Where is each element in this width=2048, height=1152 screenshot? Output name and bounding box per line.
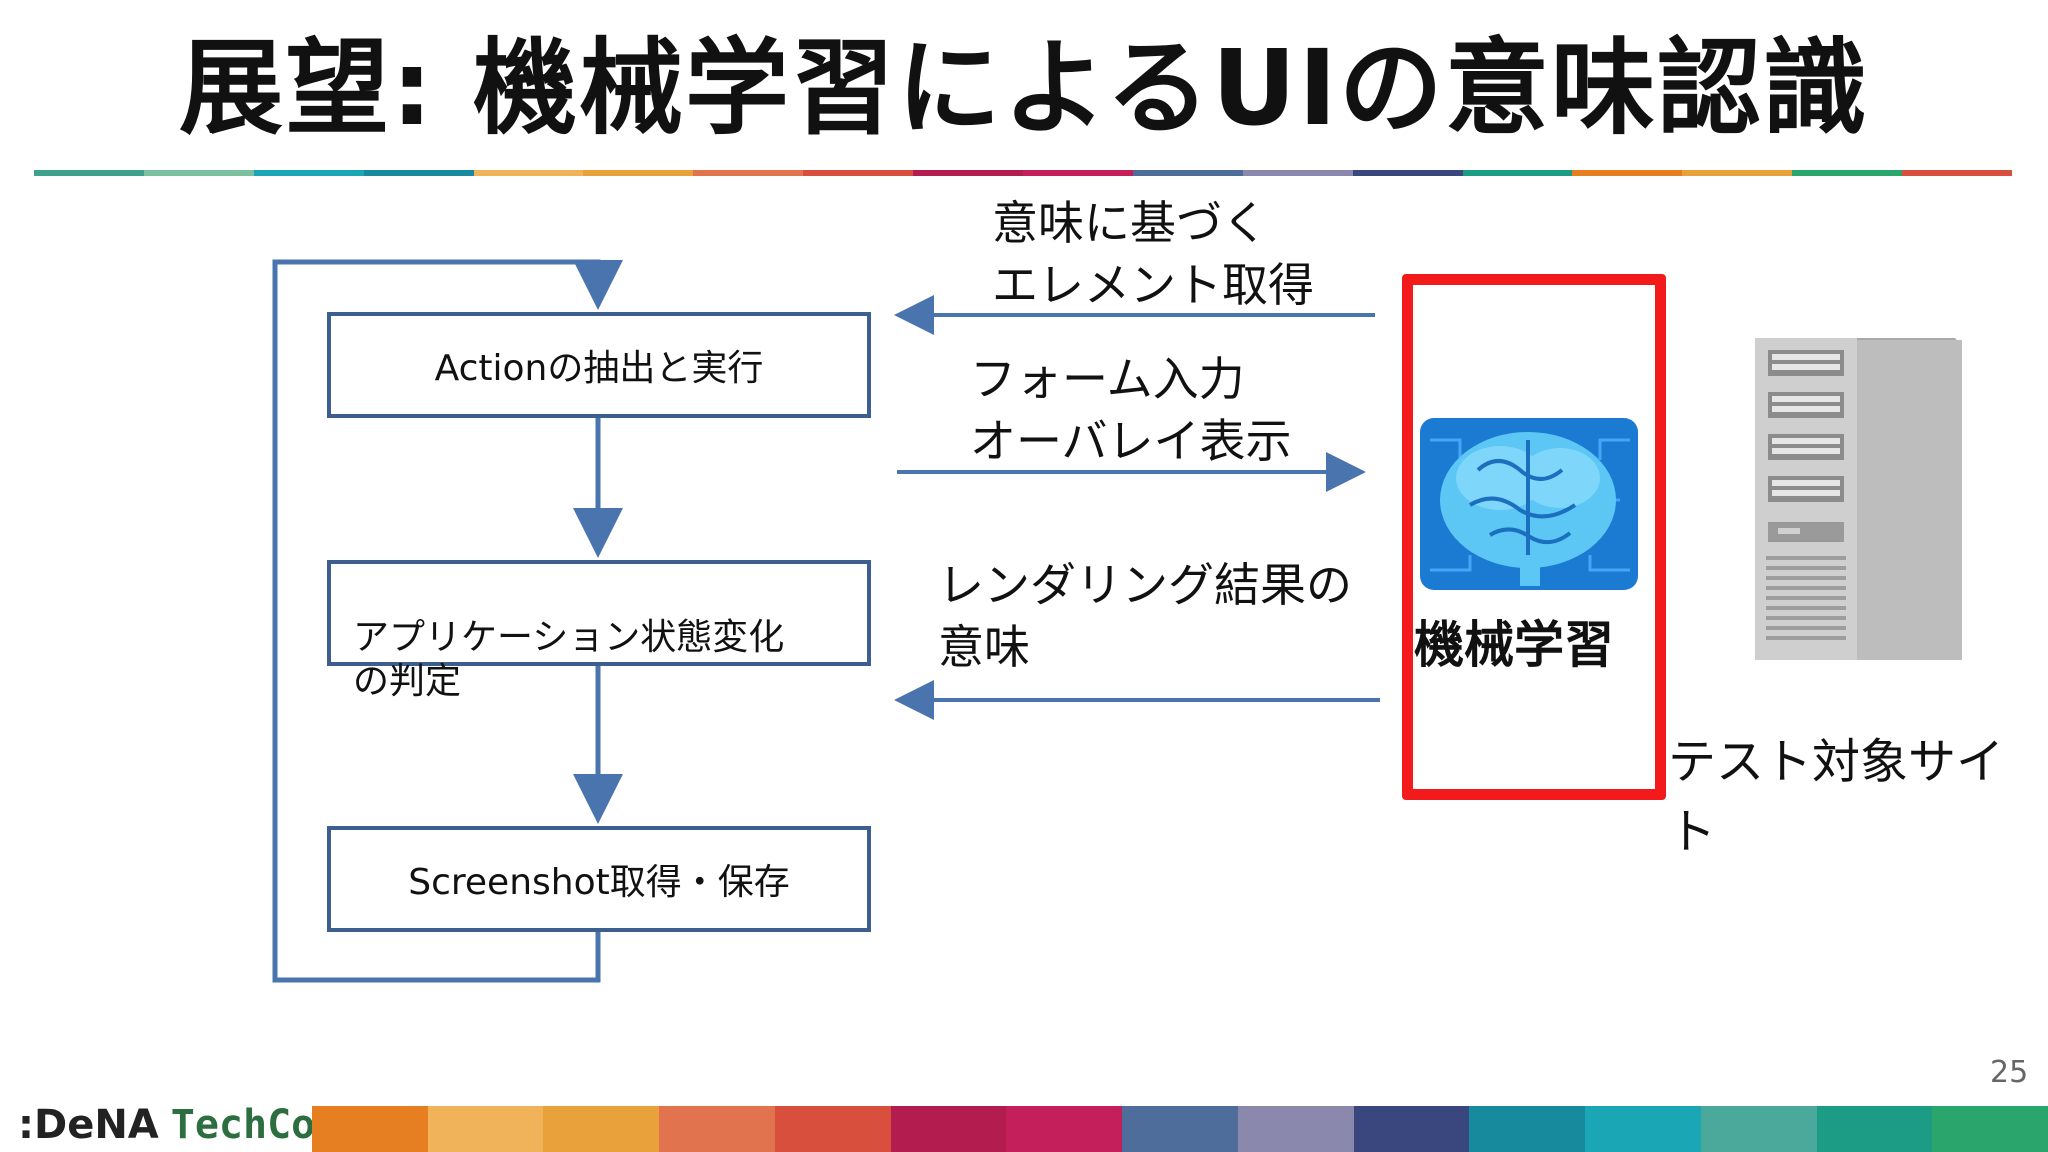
flow-step-screenshot-label: Screenshot取得・保存 [408,862,790,903]
logo-techcon: TechCon [170,1102,340,1148]
arrow-label-render: レンダリング結果の 意味 [938,558,1352,674]
flow-step-state-label: アプリケーション状態変化 の判定 [353,617,785,702]
flow-step-action-label: Actionの抽出と実行 [434,348,764,389]
server-label: テスト対象サイト [1668,734,2005,860]
slide-title: 展望: 機械学習によるUIの意味認識 [179,27,1869,149]
page-number: 25 [1990,1055,2029,1090]
footer-color-bar [312,1106,2048,1152]
arrow-label-form: フォーム入力 オーバレイ表示 [970,352,1292,468]
ml-box [1402,274,1666,800]
ml-label: 機械学習 [1414,616,1614,674]
loop-line [272,259,623,983]
flow-step-state: アプリケーション状態変化 の判定 [327,560,871,702]
title-underline [34,170,2013,176]
flow-step-screenshot: Screenshot取得・保存 [327,826,871,932]
flow-step-action: Actionの抽出と実行 [327,312,871,418]
logo-dena: :DeNA [18,1102,159,1148]
dena-techcon-logo: :DeNA TechCon [18,1098,339,1152]
arrow-label-element: 意味に基づく エレメント取得 [992,196,1314,312]
